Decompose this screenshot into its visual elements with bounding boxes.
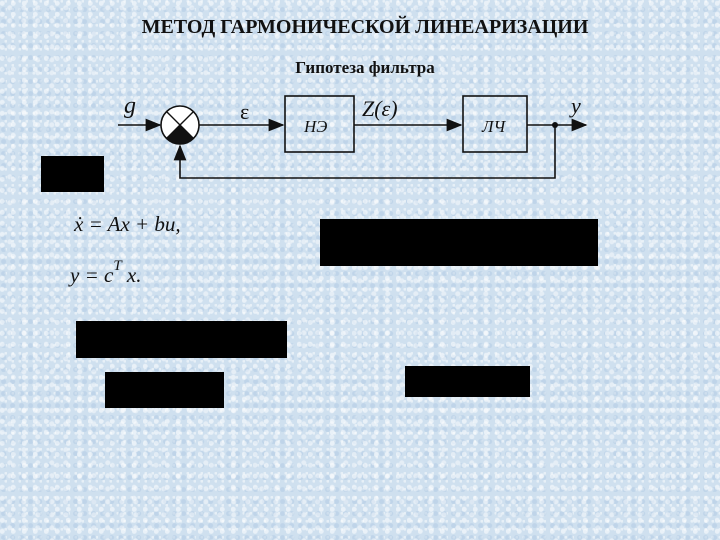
redaction-box — [41, 156, 104, 192]
output-equation: y = cT x. — [70, 258, 142, 288]
error-label: ε — [240, 99, 249, 124]
redaction-box — [320, 219, 598, 266]
output-equation-rhs: x. — [121, 263, 142, 287]
output-equation-lhs: y = c — [70, 263, 114, 287]
slide-title: МЕТОД ГАРМОНИЧЕСКОЙ ЛИНЕАРИЗАЦИИ — [141, 16, 589, 38]
state-equation: ẋ = Ax + bu, — [74, 212, 181, 236]
linear-block-label: ЛЧ — [481, 117, 507, 136]
redaction-box — [105, 372, 224, 408]
redaction-box — [76, 321, 287, 358]
nonlinear-block — [284, 95, 355, 153]
redaction-box — [405, 366, 530, 397]
input-label: g — [124, 93, 136, 119]
transpose-superscript: T — [113, 258, 122, 274]
nonlinear-block-label: НЭ — [303, 117, 327, 136]
slide-subtitle: Гипотеза фильтра — [295, 58, 435, 77]
summing-junction — [160, 105, 200, 145]
linear-block — [462, 95, 528, 153]
output-label: y — [569, 93, 581, 118]
feedback-line — [173, 125, 556, 179]
nonlinear-output-label: Z(ε) — [362, 96, 398, 121]
